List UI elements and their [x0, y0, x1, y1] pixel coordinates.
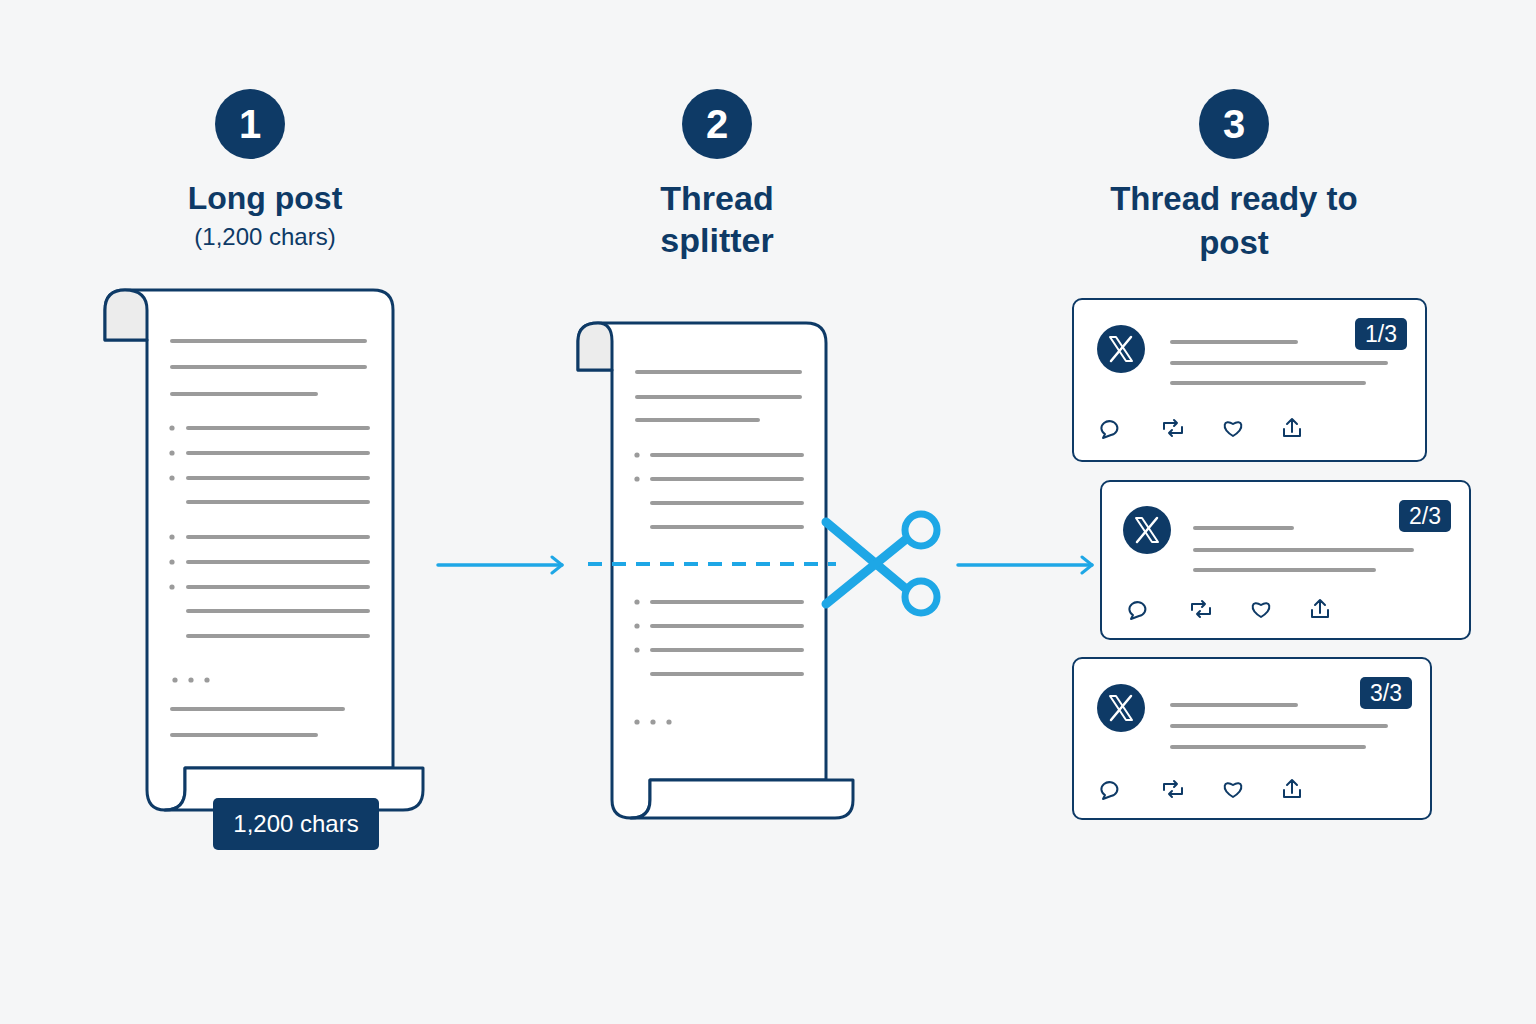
- text-line: [652, 672, 802, 676]
- text-line: [172, 339, 365, 343]
- text-line: [188, 535, 368, 539]
- share-icon: [1284, 419, 1300, 436]
- step-number: 3: [1199, 89, 1269, 159]
- text-line: [652, 648, 802, 652]
- scroll-curl: [578, 323, 612, 370]
- text-line: [1172, 724, 1386, 728]
- thread-index-badge: 3/3: [1360, 677, 1412, 709]
- tweet-card: 3/3: [1072, 657, 1432, 820]
- reply-icon: [1101, 782, 1117, 799]
- text-line: [188, 451, 368, 455]
- long-post-scroll: Long post(1,200 chars) 1,200 chars: [100, 175, 430, 855]
- text-line: [1195, 568, 1374, 572]
- bullet-dot: [169, 475, 174, 480]
- like-icon: [1225, 422, 1242, 436]
- text-line: [652, 525, 802, 529]
- text-line: [188, 634, 368, 638]
- text-line: [637, 418, 758, 422]
- bullet-dot: [634, 647, 639, 652]
- text-line: [188, 560, 368, 564]
- repost-icon: [1164, 781, 1182, 797]
- bullet-dot: [172, 677, 177, 682]
- bullet-dot: [169, 534, 174, 539]
- bullet-dot: [634, 623, 639, 628]
- bullet-dot: [650, 719, 655, 724]
- bullet-dot: [634, 719, 639, 724]
- text-line: [652, 453, 802, 457]
- share-icon: [1312, 600, 1328, 617]
- text-line: [172, 365, 365, 369]
- like-icon: [1253, 603, 1270, 617]
- text-line: [1172, 340, 1296, 344]
- scroll-ribbon: [631, 780, 853, 818]
- splitter-scroll: Thread splitter: [570, 175, 950, 825]
- text-line: [188, 500, 368, 504]
- cut-line: [588, 562, 836, 566]
- step-number: 2: [682, 89, 752, 159]
- scroll-body: [578, 323, 826, 818]
- text-line: [637, 395, 800, 399]
- bullet-dot: [634, 599, 639, 604]
- text-line: [652, 600, 802, 604]
- text-line: [188, 585, 368, 589]
- bullet-dot: [169, 450, 174, 455]
- like-icon: [1225, 783, 1242, 797]
- step-number: 3: [1223, 102, 1245, 146]
- reply-icon: [1129, 602, 1145, 619]
- scroll-outline: [100, 175, 430, 855]
- scissors-icon: [826, 514, 937, 613]
- text-line: [637, 370, 800, 374]
- scroll-body: [105, 290, 393, 810]
- char-count-badge: 1,200 chars: [213, 798, 378, 850]
- x-logo: [1097, 325, 1145, 373]
- text-line: [188, 426, 368, 430]
- text-line: [1195, 526, 1292, 530]
- scroll-outline: [570, 175, 950, 825]
- scroll-curl: [105, 290, 147, 340]
- thread-index-badge: 1/3: [1355, 318, 1407, 350]
- tweet-card: 2/3: [1100, 480, 1471, 640]
- text-line: [172, 392, 316, 396]
- bullet-dot: [634, 452, 639, 457]
- step-number: 1: [215, 89, 285, 159]
- bullet-dot: [188, 677, 193, 682]
- bullet-dot: [169, 584, 174, 589]
- bullet-dot: [634, 476, 639, 481]
- text-line: [172, 733, 316, 737]
- text-line: [1172, 361, 1386, 365]
- step-number: 2: [706, 102, 728, 146]
- text-line: [1172, 381, 1364, 385]
- bullet-dot: [169, 559, 174, 564]
- step-title: Thread splitter: [607, 177, 827, 261]
- step-title: Thread ready to post: [1099, 177, 1369, 265]
- text-line: [1172, 745, 1364, 749]
- tweet-card: 1/3: [1072, 298, 1427, 462]
- text-line: [652, 624, 802, 628]
- repost-icon: [1164, 420, 1182, 436]
- text-line: [188, 609, 368, 613]
- text-line: [1172, 703, 1296, 707]
- text-line: [652, 501, 802, 505]
- step-title: Long post: [188, 178, 343, 218]
- bullet-dot: [169, 425, 174, 430]
- step-title: (1,200 chars): [194, 221, 335, 253]
- bullet-dot: [204, 677, 209, 682]
- repost-icon: [1192, 601, 1210, 617]
- text-line: [652, 477, 802, 481]
- thread-index-badge: 2/3: [1399, 500, 1451, 532]
- text-line: [188, 476, 368, 480]
- text-line: [172, 707, 343, 711]
- share-icon: [1284, 780, 1300, 797]
- bullet-dot: [666, 719, 671, 724]
- flow-arrow: [438, 563, 562, 567]
- text-line: [1195, 548, 1412, 552]
- flow-arrow: [958, 563, 1092, 567]
- x-logo: [1097, 684, 1145, 732]
- step-number: 1: [239, 102, 261, 146]
- x-logo: [1123, 506, 1171, 554]
- reply-icon: [1101, 421, 1117, 438]
